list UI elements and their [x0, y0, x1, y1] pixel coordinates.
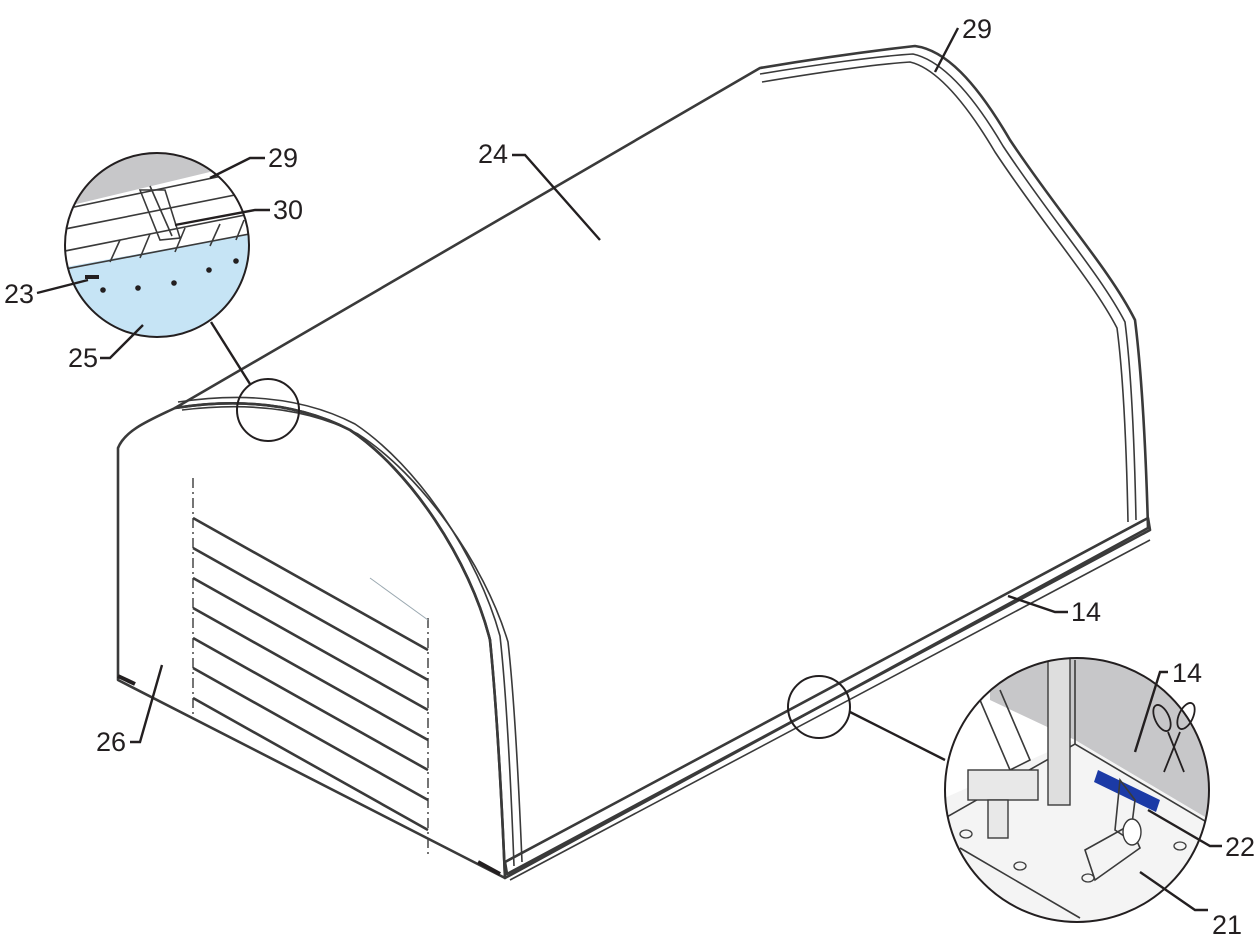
callout-29-detail: 29 — [268, 143, 298, 173]
leader-14-det — [1133, 670, 1168, 753]
door-slat — [192, 576, 429, 712]
base-mark-left — [117, 674, 136, 686]
callout-30: 30 — [273, 195, 303, 225]
base-mark-right — [477, 860, 501, 876]
detail-marker-top — [236, 378, 300, 442]
leader-23 — [36, 278, 89, 295]
leader-30 — [174, 208, 270, 227]
callout-23: 23 — [4, 279, 34, 309]
scissors-icon — [1152, 702, 1196, 773]
callout-22: 22 — [1225, 832, 1255, 862]
detail-view-bottom — [944, 657, 1210, 923]
leader-21 — [1139, 871, 1208, 912]
strap — [1094, 770, 1160, 812]
rear-frame-outer — [759, 53, 1137, 521]
leader-22 — [1147, 808, 1222, 848]
shelter — [116, 44, 1152, 881]
callout-29-top: 29 — [962, 14, 992, 44]
callout-14-side: 14 — [1071, 597, 1101, 627]
leader-24 — [512, 153, 601, 241]
door-slat — [192, 546, 429, 682]
detail-link-top — [209, 321, 252, 385]
door-panel — [192, 478, 429, 858]
door-guide — [369, 577, 429, 621]
detail-view-top — [64, 152, 250, 338]
front-frame-inner — [181, 405, 523, 863]
side-base-edge — [509, 539, 1151, 881]
leader-25 — [100, 324, 144, 360]
leader-26 — [130, 664, 164, 744]
callout-25: 25 — [68, 343, 98, 373]
rear-frame-inner — [761, 61, 1129, 523]
door-slat — [192, 666, 429, 802]
leader-29-detail — [209, 156, 265, 180]
detail-view-bottom-ring — [944, 657, 1210, 923]
callout-14-detail: 14 — [1172, 658, 1202, 688]
callout-26: 26 — [96, 727, 126, 757]
door-slat — [192, 606, 429, 742]
detail-marker-bottom — [787, 675, 851, 739]
callout-24: 24 — [478, 139, 508, 169]
leader-29-top — [933, 27, 960, 73]
callout-21: 21 — [1212, 910, 1242, 940]
leader-14-side — [1007, 594, 1068, 614]
side-rail — [503, 516, 1152, 876]
detail-link-bottom — [849, 710, 946, 762]
end-panel — [116, 402, 507, 880]
detail-view-top-ring — [64, 152, 250, 338]
door-slat — [192, 636, 429, 772]
door-slat — [192, 516, 429, 652]
door-slat — [192, 696, 429, 832]
